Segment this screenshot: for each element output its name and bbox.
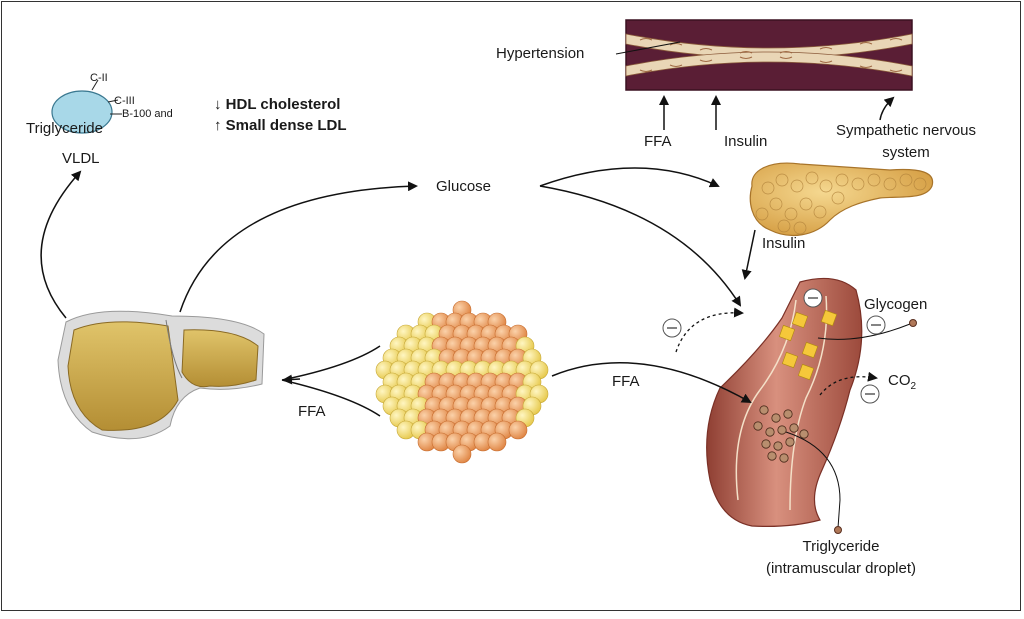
- fat-globule: [508, 420, 528, 440]
- dotted-arrow-co2: [819, 371, 878, 396]
- triglyceride-label: Triglyceride: [802, 538, 880, 555]
- lipid-droplet: [753, 421, 763, 431]
- lipid-droplet: [785, 437, 795, 447]
- glycogen-granule: [797, 363, 815, 381]
- lipid-droplet: [789, 423, 799, 433]
- triglyceride-knob: [834, 526, 842, 534]
- lipid-droplet: [783, 409, 793, 419]
- ffa-to-vessel-label: FFA: [644, 133, 672, 150]
- arrow-fat-to-liver: [281, 345, 381, 417]
- sympathetic-label: Sympathetic nervous: [835, 122, 977, 139]
- inhibition-marker-1: [662, 318, 682, 338]
- inhibition-marker-3: [866, 315, 886, 335]
- sdldl-row: ↑ Small dense LDL: [214, 117, 347, 134]
- fat-globule: [487, 432, 507, 452]
- lipid-droplet: [799, 429, 809, 439]
- apo-c2-label: C-II: [90, 72, 108, 84]
- fat-globule: [452, 444, 472, 464]
- ffa-to-liver-label: FFA: [298, 403, 326, 420]
- lipid-droplet: [767, 451, 777, 461]
- lipid-droplet: [765, 427, 775, 437]
- intramuscular-droplet-label: (intramuscular droplet): [765, 560, 917, 577]
- lipid-droplet: [773, 441, 783, 451]
- arrow-fat-to-muscle: [551, 362, 752, 403]
- glycogen-granule: [781, 351, 799, 369]
- arrow-glucose-to-muscle: [539, 185, 742, 307]
- co2-label: CO2: [888, 372, 916, 395]
- lipid-droplet: [779, 453, 789, 463]
- ffa-to-muscle-label: FFA: [612, 373, 640, 390]
- co2-text: CO: [888, 372, 911, 389]
- hypertension-pointer: [615, 41, 681, 55]
- down-arrow-icon: ↓: [214, 96, 222, 113]
- inhibition-marker-4: [860, 384, 880, 404]
- adipose-tissue: [375, 300, 549, 464]
- dotted-arrow-glucose-uptake: [675, 307, 744, 353]
- sdldl-label: Small dense LDL: [225, 117, 347, 134]
- insulin-pancreas-label: Insulin: [762, 235, 806, 252]
- vldl-particle: [51, 79, 122, 134]
- glucose-label: Glucose: [436, 178, 492, 195]
- arrow-liver-to-glucose: [179, 181, 418, 313]
- inhibition-marker-2: [803, 288, 823, 308]
- hdl-row: ↓ HDL cholesterol: [214, 96, 340, 113]
- sympathetic-label-line2: system: [882, 144, 930, 161]
- arrow-liver-to-vldl: [40, 170, 82, 319]
- co2-subscript: 2: [910, 381, 917, 392]
- glycogen-pointer: [817, 323, 911, 340]
- glycogen-knob: [909, 319, 917, 327]
- glycogen-granule: [791, 311, 809, 329]
- lipid-droplet: [777, 425, 787, 435]
- up-arrow-icon: ↑: [214, 117, 222, 134]
- apo-b100-label: B-100 and: [122, 108, 173, 120]
- arrow-glucose-to-pancreas: [539, 167, 720, 188]
- glycogen-granule: [778, 324, 796, 342]
- glycogen-granule: [801, 341, 819, 359]
- hdl-label: HDL cholesterol: [225, 96, 341, 113]
- lipid-droplet: [761, 439, 771, 449]
- triglyceride-vldl-label: Triglyceride: [26, 120, 103, 137]
- arrow-fat-to-liver-head: [282, 374, 301, 385]
- lipid-droplet: [771, 413, 781, 423]
- triglyceride-pointer: [785, 431, 841, 529]
- liver: [57, 310, 265, 440]
- lipid-droplet: [759, 405, 769, 415]
- pancreas: [749, 162, 934, 237]
- intramuscular-lipid-droplets: [753, 405, 809, 463]
- glycogen-granule: [820, 309, 838, 327]
- arrow-pancreas-to-muscle: [741, 229, 756, 280]
- vldl-label: VLDL: [62, 150, 100, 167]
- insulin-to-vessel-label: Insulin: [724, 133, 768, 150]
- apo-c3-label: C-III: [114, 95, 135, 107]
- blood-vessel: [625, 19, 913, 91]
- arrow-sns-to-vessel: [879, 96, 895, 121]
- hypertension-label: Hypertension: [496, 45, 585, 62]
- glycogen-label: Glycogen: [864, 296, 928, 313]
- glycogen-granules: [778, 309, 838, 381]
